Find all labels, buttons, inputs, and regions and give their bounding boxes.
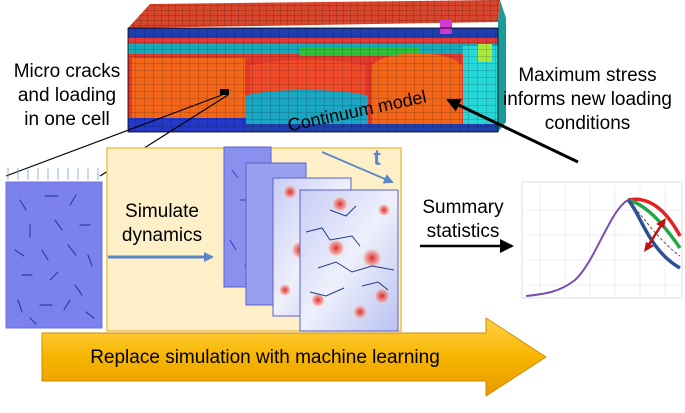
micro-cracks-label: Micro cracks and loading in one cell: [2, 60, 132, 132]
simulate-line-1: Simulate: [125, 201, 199, 222]
max-stress-line-2: informs new loading: [503, 89, 672, 110]
mesh-right-face: [498, 0, 506, 132]
ml-arrow: [41, 317, 547, 397]
simulate-line-2: dynamics: [121, 225, 203, 246]
time-label: t: [373, 145, 381, 170]
max-stress-line-3: conditions: [544, 113, 631, 134]
micro-cracks-line-1: Micro cracks: [13, 61, 121, 82]
summary-line-2: statistics: [426, 221, 500, 242]
feedback-arrow: [446, 98, 579, 164]
max-stress-label: Maximum stress informs new loading condi…: [495, 64, 680, 136]
summary-label: Summary statistics: [408, 196, 518, 244]
selected-cell-marker: [220, 89, 229, 95]
micro-cracks-line-3: in one cell: [24, 109, 110, 130]
stress-strain-plot: [521, 181, 683, 299]
zoom-line-left: [5, 94, 223, 177]
continuum-mesh-model: [127, 0, 506, 133]
summary-line-1: Summary: [422, 197, 504, 218]
simulate-label: Simulate dynamics: [112, 200, 212, 248]
stress-field-stack: [223, 146, 399, 332]
micro-cracks-line-2: and loading: [17, 85, 117, 106]
ml-arrow-label: Replace simulation with machine learning: [90, 347, 440, 368]
time-arrow: [321, 151, 394, 184]
cracked-cell: [5, 168, 103, 329]
max-stress-line-1: Maximum stress: [518, 65, 657, 86]
